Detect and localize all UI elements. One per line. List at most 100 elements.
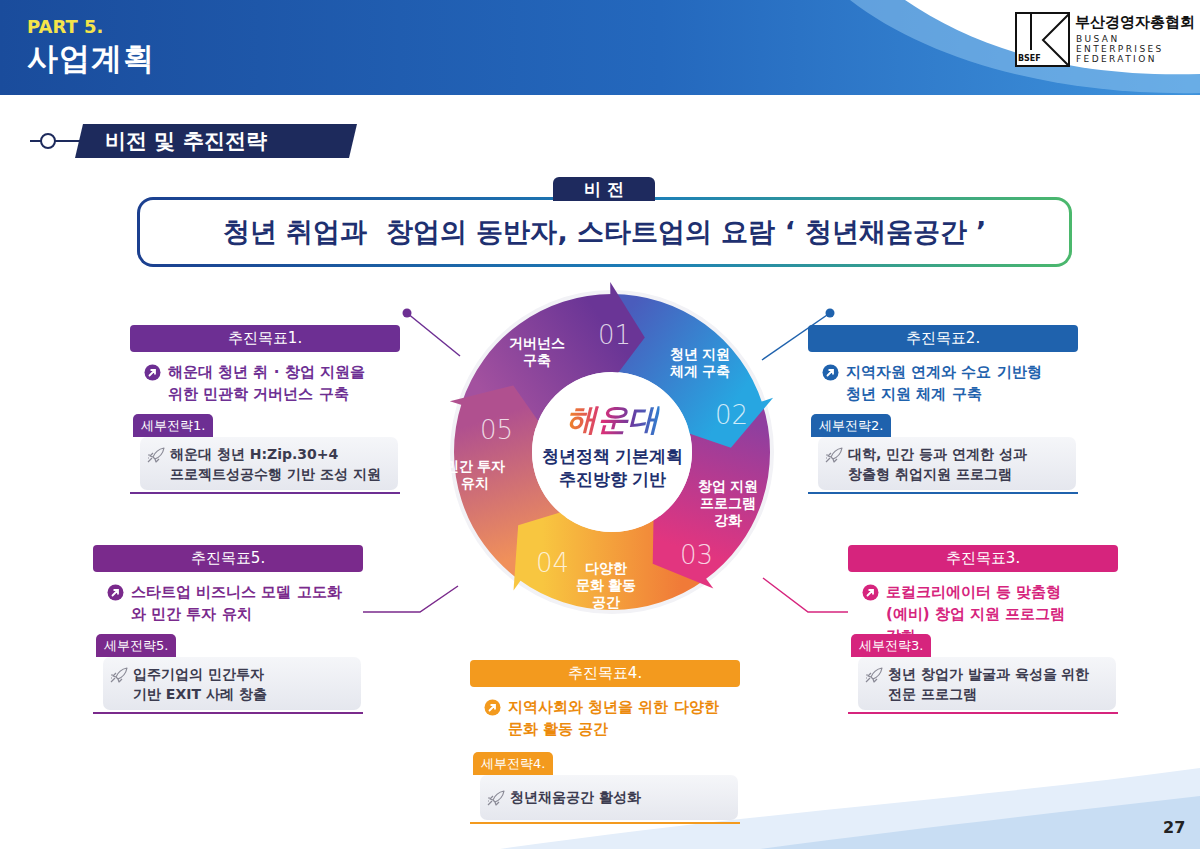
leader-line xyxy=(763,578,848,612)
org-name: 부산경영자총협회 xyxy=(1075,13,1195,32)
strategy-card: 세부전략4. 청년채움공간 활성화 xyxy=(470,752,740,824)
header-band xyxy=(0,0,1200,95)
strategy-text: 해운대 청년 H:Zip.30+4 프로젝트성공수행 기반 조성 지원 xyxy=(170,444,390,484)
bullet-icon xyxy=(107,584,124,601)
goal-header: 추진목표1. xyxy=(130,325,400,352)
goal-card: 추진목표1. 해운대 청년 취 · 창업 지원을 위한 민관학 거버넌스 구축 xyxy=(130,313,410,410)
strategy-card: 세부전략5.입주기업의 민간투자 기반 EXIT 사례 창출 xyxy=(93,634,363,714)
ring-shadow xyxy=(450,290,774,614)
goal-text: 스타트업 비즈니스 모델 고도화 와 민간 투자 유치 xyxy=(131,581,356,625)
strategy-tab: 세부전략2. xyxy=(811,414,891,437)
bullet-circle xyxy=(485,700,501,716)
goal-text: 지역사회와 청년을 위한 다양한 문화 활동 공간 xyxy=(508,696,733,740)
ring-arrowhead xyxy=(653,508,714,588)
rocket-body xyxy=(111,668,127,682)
page-title: 사업계획 xyxy=(27,38,155,80)
rocket-body xyxy=(488,791,504,805)
rocket-icon xyxy=(110,667,128,683)
rocket-icon xyxy=(147,447,165,463)
rocket-icon xyxy=(487,790,505,806)
strategy-text: 청년채움공간 활성화 xyxy=(510,787,730,807)
step-label: 다양한 문화 활동 공간 xyxy=(569,560,643,611)
rocket-trail xyxy=(488,798,490,801)
bullet-circle xyxy=(863,585,879,601)
step-label: 청년 지원 체계 구축 xyxy=(663,346,737,380)
rocket-trail xyxy=(148,455,150,458)
goal-header: 추진목표3. xyxy=(848,545,1118,572)
bullet-arrow xyxy=(150,370,156,376)
strategy-underline xyxy=(93,712,363,714)
rocket-body xyxy=(148,448,164,462)
ring-arrowhead xyxy=(514,509,572,590)
strategy-text: 입주기업의 민간투자 기반 EXIT 사례 창출 xyxy=(133,664,293,704)
org-name-english: BUSAN ENTERPRISES FEDERATION xyxy=(1076,34,1171,64)
strategy-panel xyxy=(858,657,1116,710)
header-logo-area xyxy=(905,0,1200,74)
vision-tab: 비 전 xyxy=(553,177,655,201)
goal-text: 지역자원 연계와 수요 기반형 청년 지원 체계 구축 xyxy=(846,361,1051,405)
strategy-card: 세부전략3. 청년 창업가 발굴과 육성을 위한 전문 프로그램 xyxy=(848,634,1118,714)
strategy-text: 대학, 민간 등과 연계한 성과 창출형 취업지원 프로그램 xyxy=(848,444,1048,484)
strategy-tab: 세부전략3. xyxy=(851,634,931,657)
bullet-icon xyxy=(484,699,501,716)
goal-card: 추진목표4. 지역사회와 청년을 위한 다양한 문화 활동 공간 xyxy=(470,660,740,745)
section-dot xyxy=(41,134,55,148)
goal-header: 추진목표4. xyxy=(470,660,740,687)
step-label: 창업 지원 프로그램 강화 xyxy=(691,478,765,529)
part-number: PART 5. xyxy=(27,16,103,37)
cycle-segment: 02 청년 지원 체계 구축 xyxy=(655,335,762,440)
strategy-tab: 세부전략1. xyxy=(133,414,213,437)
center-caption: 청년정책 기본계획 추진방향 기반 xyxy=(537,445,688,491)
strategy-tab: 세부전략4. xyxy=(473,752,553,775)
strategy-panel xyxy=(103,657,361,710)
step-number: 01 xyxy=(598,320,631,350)
bullet-icon xyxy=(862,584,879,601)
leader-dot xyxy=(403,309,412,318)
bullet-arrow xyxy=(868,590,874,596)
cycle-segment: 03 창업 지원 프로그램 강화 xyxy=(675,470,763,582)
vision-box: 비 전청년 취업과 창업의 동반자, 스타트업의 요람 ‘ 청년채움공간 ’ xyxy=(137,197,1072,267)
logo-initials: BSEF xyxy=(1018,54,1041,63)
strategy-card: 세부전략2. 대학, 민간 등과 연계한 성과 창출형 취업지원 프로그램 xyxy=(808,414,1078,494)
center-logo: 해운대 xyxy=(566,399,659,441)
strategy-text: 청년 창업가 발굴과 육성을 위한 전문 프로그램 xyxy=(888,664,1093,704)
bullet-arrow xyxy=(490,705,496,711)
strategy-underline xyxy=(470,822,740,824)
ring-arrowhead xyxy=(678,398,773,448)
cycle-segment: 01 거버넌스 구축 xyxy=(460,288,645,380)
rocket-body xyxy=(826,448,842,462)
goal-card: 추진목표3.로컬크리에이터 등 맞춤형 (예비) 창업 지원 프로그램 강화 xyxy=(848,545,1118,630)
strategy-panel xyxy=(818,437,1076,490)
cycle-segment: 04다양한 문화 활동 공간 xyxy=(535,545,645,615)
strategy-panel xyxy=(140,437,398,490)
leader-line xyxy=(407,313,460,356)
step-label: 거버넌스 구축 xyxy=(500,335,574,369)
ring-center xyxy=(532,372,692,532)
bullet-arrow xyxy=(828,370,834,376)
goal-card: 추진목표5.스타트업 비즈니스 모델 고도화 와 민간 투자 유치 xyxy=(93,545,363,630)
bottom-swoosh xyxy=(760,796,1200,849)
rocket-body xyxy=(866,668,882,682)
rocket-trail xyxy=(111,675,113,678)
step-label: 민간 투자 유치 xyxy=(441,458,509,492)
logo-frame xyxy=(1016,13,1069,66)
section-title: 비전 및 추진전략 xyxy=(105,124,267,158)
leader-dot xyxy=(826,309,835,318)
strategy-card: 세부전략1. 해운대 청년 H:Zip.30+4 프로젝트성공수행 기반 조성 지… xyxy=(130,414,400,494)
strategy-underline xyxy=(848,712,1118,714)
goal-text: 해운대 청년 취 · 창업 지원을 위한 민관학 거버넌스 구축 xyxy=(168,361,383,405)
section-band: 비전 및 추진전략 xyxy=(75,124,357,158)
bullet-circle xyxy=(108,585,124,601)
bullet-arrow xyxy=(113,590,119,596)
step-number: 03 xyxy=(680,540,713,570)
rocket-icon xyxy=(865,667,883,683)
goal-header: 추진목표2. xyxy=(808,325,1078,352)
step-number: 02 xyxy=(715,400,748,430)
header-swoosh xyxy=(850,0,1200,93)
rocket-trail xyxy=(866,675,868,678)
bullet-icon xyxy=(822,364,839,381)
goal-card: 추진목표2. 지역자원 연계와 수요 기반형 청년 지원 체계 구축 xyxy=(808,313,1078,410)
vision-statement: 청년 취업과 창업의 동반자, 스타트업의 요람 ‘ 청년채움공간 ’ xyxy=(140,200,1069,264)
strategy-underline xyxy=(130,492,400,494)
